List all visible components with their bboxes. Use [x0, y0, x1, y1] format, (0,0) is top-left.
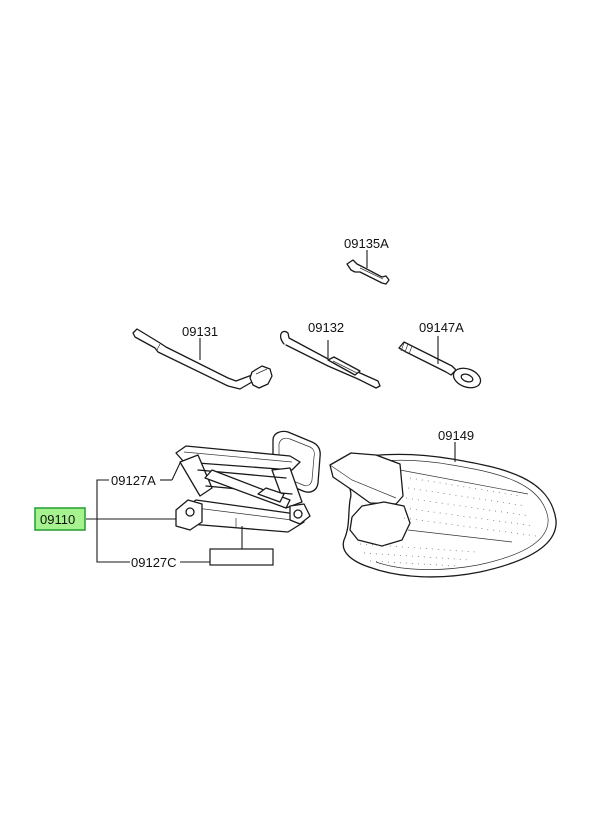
callout-09147a[interactable]: 09147A: [419, 320, 464, 335]
callout-09110-highlight: [34, 507, 86, 531]
leader-bracket: [96, 479, 130, 563]
wrench-09135a[interactable]: [346, 259, 390, 285]
callout-09135a[interactable]: 09135A: [344, 236, 389, 251]
callout-09131[interactable]: 09131: [182, 324, 218, 339]
eyebolt-09147a[interactable]: [398, 341, 483, 391]
callout-09127c[interactable]: 09127C: [131, 555, 177, 570]
callout-09132[interactable]: 09132: [308, 320, 344, 335]
label-plate-09127c[interactable]: [209, 548, 274, 566]
jack-handle-09132[interactable]: [279, 330, 381, 389]
callout-09110[interactable]: 09110: [40, 512, 75, 527]
scissor-jack-09110[interactable]: [175, 430, 321, 533]
callout-09149[interactable]: 09149: [438, 428, 474, 443]
tool-tray-09149[interactable]: [329, 452, 557, 578]
lug-wrench-09131[interactable]: [132, 328, 273, 390]
leader-09127a-arrows: [171, 462, 181, 481]
callout-09127a[interactable]: 09127A: [111, 473, 156, 488]
